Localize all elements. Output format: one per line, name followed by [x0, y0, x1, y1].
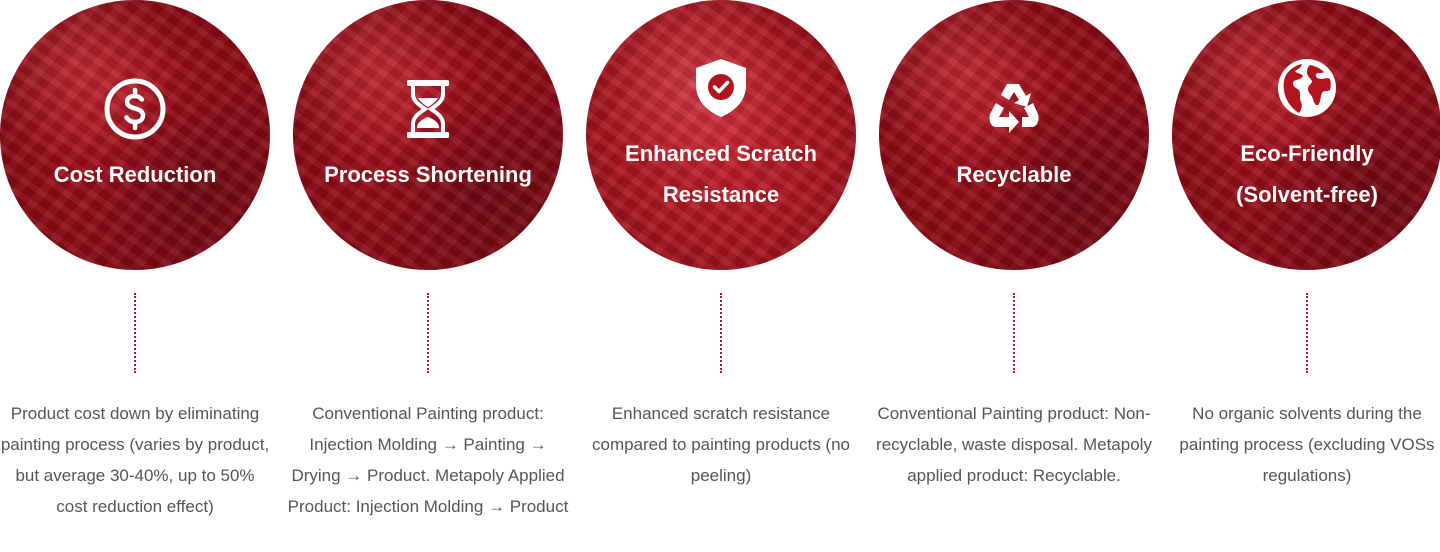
feature-description: Enhanced scratch resistance compared to …: [592, 404, 850, 485]
feature-cost-reduction: Cost Reduction Product cost down by elim…: [0, 0, 270, 552]
feature-eco-friendly: Eco-Friendly (Solvent-free) No organic s…: [1172, 0, 1440, 552]
dotted-connector: [427, 293, 429, 373]
recycle-icon: [981, 76, 1047, 142]
feature-description: No organic solvents during the painting …: [1179, 404, 1435, 485]
feature-circle: Process Shortening: [293, 0, 563, 270]
dotted-connector: [134, 293, 136, 373]
feature-description: Conventional Painting product: Non-recyc…: [876, 404, 1152, 485]
feature-process-shortening: Process Shortening Conventional Painting…: [288, 0, 568, 552]
feature-description: Conventional Painting product: Injection…: [287, 404, 569, 516]
dollar-circle-icon: [102, 76, 168, 142]
feature-title: Enhanced Scratch Resistance: [625, 141, 817, 207]
hourglass-icon: [395, 76, 461, 142]
feature-circle: Eco-Friendly (Solvent-free): [1172, 0, 1440, 270]
shield-check-icon: [688, 55, 754, 121]
dotted-connector: [1306, 293, 1308, 373]
feature-circle: Recyclable: [879, 0, 1149, 270]
feature-title: Cost Reduction: [53, 161, 217, 187]
feature-title: Process Shortening: [324, 161, 532, 187]
feature-circle: Cost Reduction: [0, 0, 270, 270]
feature-recyclable: Recyclable Conventional Painting product…: [876, 0, 1152, 552]
feature-description: Product cost down by eliminating paintin…: [0, 404, 270, 516]
feature-title: Eco-Friendly (Solvent-free): [1236, 141, 1378, 207]
feature-enhanced-scratch-resistance: Enhanced Scratch Resistance Enhanced scr…: [586, 0, 856, 552]
dotted-connector: [720, 293, 722, 373]
globe-icon: [1274, 55, 1340, 121]
feature-circle: Enhanced Scratch Resistance: [586, 0, 856, 270]
dotted-connector: [1013, 293, 1015, 373]
feature-title: Recyclable: [956, 161, 1072, 187]
